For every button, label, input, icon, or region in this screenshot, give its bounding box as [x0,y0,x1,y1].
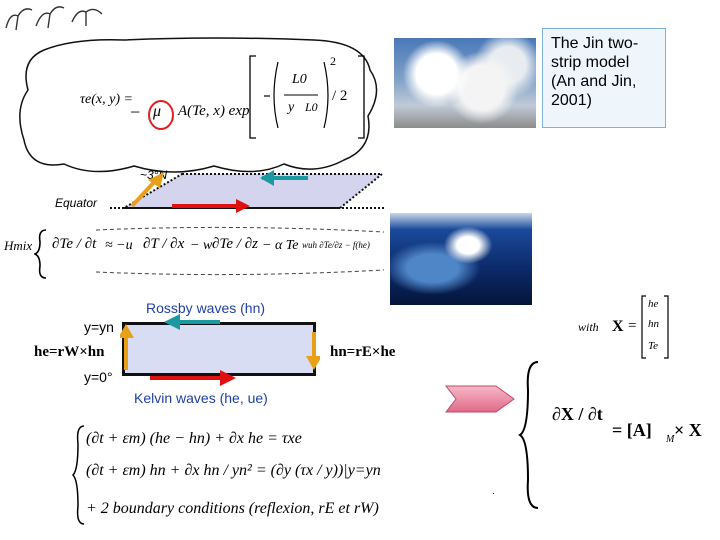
system-eq-1: (∂t + εm) (he − hn) + ∂x he = τxe [86,430,302,447]
state-te: Te [648,340,658,352]
minus-sign: − [129,102,142,122]
rossby-label: Rossby waves (hn) [146,300,266,316]
state-vector-symbol: X [612,318,624,335]
hmix-label: Hmix [4,238,33,253]
wind-lhs: τe(x, y) = [80,92,133,107]
sst-term-c: − w [190,238,213,253]
half-factor: / 2 [332,88,348,104]
label-equator: Equator [55,196,98,210]
matrix-subscript: M [666,434,675,445]
sst-term-f: wuh ∂Te/∂z − f(he) [302,240,370,250]
system-brace [72,425,85,525]
strip-arrows [130,170,308,213]
exp-bracket [249,55,365,139]
birds-icon [5,6,103,31]
mu-symbol: μ [153,103,162,120]
L0-numerator: L0 [292,72,307,87]
exponent-2: 2 [330,54,336,68]
wind-stress-equation: τe(x, y) = [80,92,133,108]
state-hn: hn [648,318,659,330]
west-boundary-condition: he=rW×hn [34,344,105,360]
sst-term-b: ∂T / ∂x [143,236,185,252]
kelvin-label: Kelvin waves (he, ue) [134,390,268,406]
sst-term-d: ∂Te / ∂z [212,236,258,252]
cloud-outline [19,37,378,173]
big-brace [518,361,539,509]
matrix-times: × X [674,420,702,440]
equals-sign: = [628,318,637,334]
system-eq-2: (∂t + εm) hn + ∂x hn / yn² = (∂y (τx / y… [86,462,381,479]
y-denominator: y [288,100,295,115]
east-boundary-condition: hn=rE×he [330,344,396,360]
matrix-lhs: ∂X / ∂t [552,404,603,424]
sst-lhs: ∂Te / ∂t [52,236,97,252]
clouds-photo [394,38,536,128]
state-he: he [648,298,659,310]
sst-term-a: ≈ −u [105,238,133,253]
right-arrow-icon [444,385,515,413]
L0-factor: L0 [305,100,318,114]
wave-arrows [120,314,320,386]
mu-highlight [148,100,174,130]
y-0-label: y=0° [84,369,113,385]
sst-term-e: − α Te [262,238,299,253]
matrix-rhs: = [A] [612,420,652,440]
system-eq-3: + 2 boundary conditions (reflexion, rE e… [86,500,379,517]
sst-brace [34,229,47,279]
y-n-label: y=yn [84,319,114,335]
ocean-photo [390,213,532,305]
title-box: The Jin two-strip model (An and Jin, 200… [542,28,666,128]
sst-scribble [96,226,385,276]
dot-mark: . [492,486,495,497]
slide-title: The Jin two-strip model (An and Jin, 200… [551,35,639,109]
state-vector-brackets [641,295,669,359]
amplitude-term: A(Te, x) exp [178,103,250,119]
two-strip-box [122,322,316,376]
with-label: with [578,320,599,334]
